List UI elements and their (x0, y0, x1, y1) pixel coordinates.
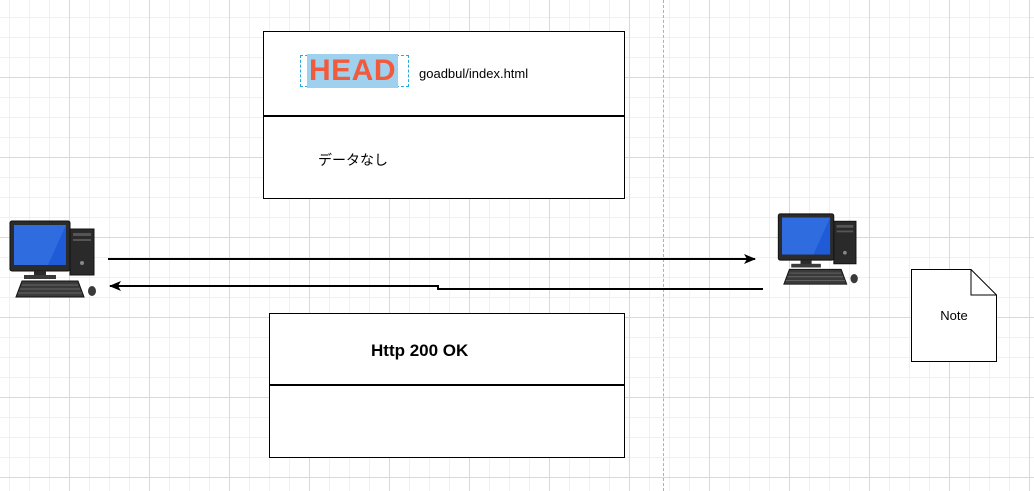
response-status: Http 200 OK (371, 341, 469, 360)
note-label: Note (940, 308, 968, 323)
request-box[interactable]: HEAD goadbul/index.html データなし (263, 31, 625, 199)
method-selection[interactable]: HEAD (300, 54, 409, 88)
request-body: データなし (318, 152, 388, 168)
response-box-divider (270, 384, 624, 386)
request-path: goadbul/index.html (419, 66, 529, 81)
note-shape[interactable]: Note (911, 269, 997, 362)
request-method[interactable]: HEAD (307, 54, 399, 88)
desktop-computer-icon[interactable] (8, 219, 100, 299)
response-arrow[interactable] (109, 281, 763, 291)
lifeline-divider (663, 0, 664, 491)
response-box[interactable]: Http 200 OK (269, 313, 625, 458)
note-outline (911, 269, 997, 362)
desktop-computer-icon[interactable] (776, 212, 862, 286)
request-box-divider (264, 115, 624, 117)
